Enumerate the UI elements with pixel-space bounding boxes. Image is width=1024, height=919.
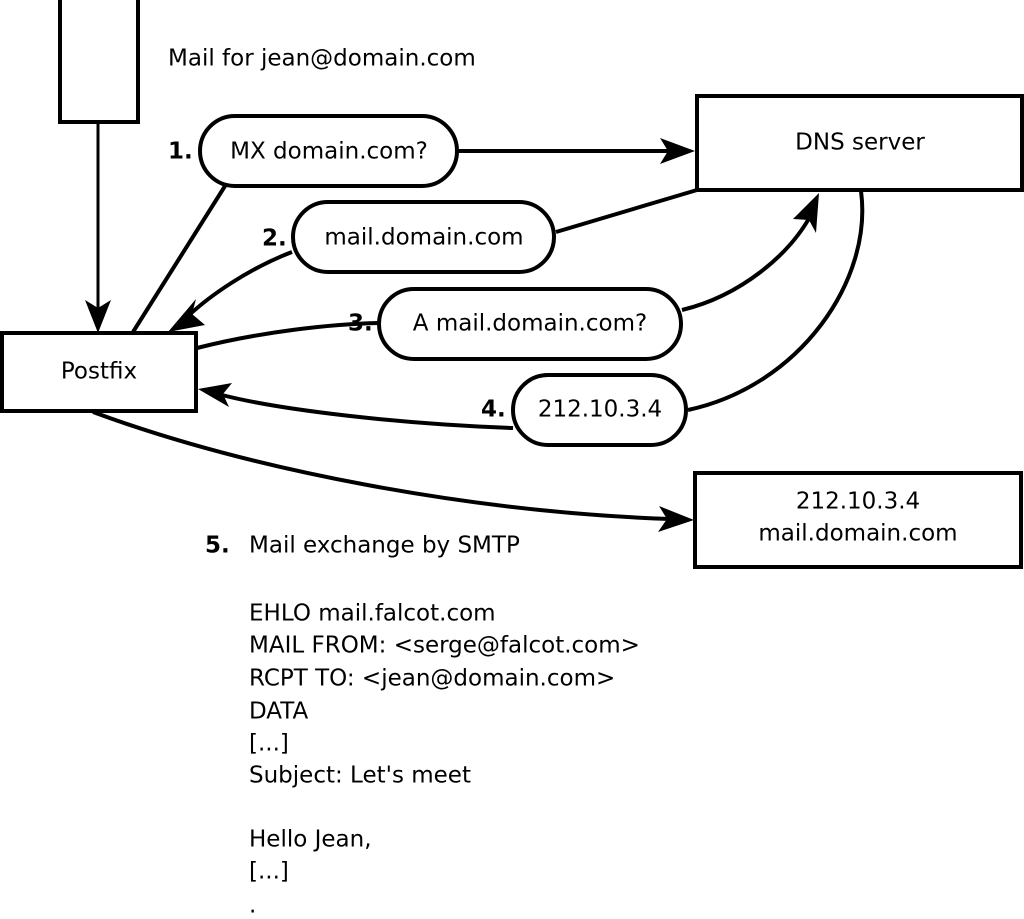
step-2-bubble[interactable]: mail.domain.com [291, 200, 556, 274]
step-3-label: A mail.domain.com? [413, 311, 647, 337]
transcript-line: DATA [249, 699, 309, 725]
step-2-label: mail.domain.com [324, 225, 523, 251]
edge-dns-to-step4 [687, 190, 865, 412]
step-5-label: Mail exchange by SMTP [249, 533, 520, 559]
smtp-transcript: EHLO mail.falcot.com MAIL FROM: <serge@f… [249, 601, 640, 919]
target-server-ip: 212.10.3.4 [796, 489, 920, 515]
transcript-line: [...] [249, 731, 289, 757]
step-2-number: 2. [262, 226, 287, 252]
edge-sender-to-postfix [85, 122, 111, 333]
step-1-bubble[interactable]: MX domain.com? [198, 114, 459, 188]
step-5-number: 5. [205, 533, 230, 559]
step-4-bubble[interactable]: 212.10.3.4 [511, 373, 688, 447]
postfix-label: Postfix [61, 359, 137, 385]
postfix-node[interactable]: Postfix [0, 331, 198, 413]
edge-step2-to-postfix [168, 250, 293, 332]
step-4-number: 4. [481, 397, 506, 423]
transcript-line: Subject: Let's meet [249, 763, 471, 789]
edge-step4-to-postfix [198, 383, 514, 430]
step-4-label: 212.10.3.4 [538, 397, 662, 423]
transcript-line: . [249, 893, 256, 919]
step-1-label: MX domain.com? [230, 139, 428, 165]
dns-server-label: DNS server [795, 130, 925, 156]
target-server-hostname: mail.domain.com [758, 521, 957, 547]
step-3-number: 3. [348, 311, 373, 337]
dns-server-node[interactable]: DNS server [695, 94, 1024, 192]
edge-postfix-to-step3 [196, 321, 380, 350]
transcript-line: EHLO mail.falcot.com [249, 601, 496, 627]
edge-step1-to-postfix [131, 184, 227, 334]
mail-for-caption: Mail for jean@domain.com [168, 46, 476, 72]
transcript-line: Hello Jean, [249, 827, 372, 853]
transcript-line: RCPT TO: <jean@domain.com> [249, 666, 615, 692]
sender-box[interactable] [58, 0, 140, 124]
step-1-number: 1. [168, 139, 193, 165]
transcript-line: MAIL FROM: <serge@falcot.com> [249, 633, 640, 659]
edge-postfix-to-target [92, 410, 694, 532]
target-server-node[interactable]: 212.10.3.4 mail.domain.com [693, 471, 1023, 569]
step-3-bubble[interactable]: A mail.domain.com? [377, 287, 683, 361]
edge-step3-to-dns [681, 193, 819, 312]
transcript-line: [...] [249, 859, 289, 885]
edge-dns-to-step2 [555, 188, 698, 234]
edge-step1-to-dns [458, 138, 695, 164]
